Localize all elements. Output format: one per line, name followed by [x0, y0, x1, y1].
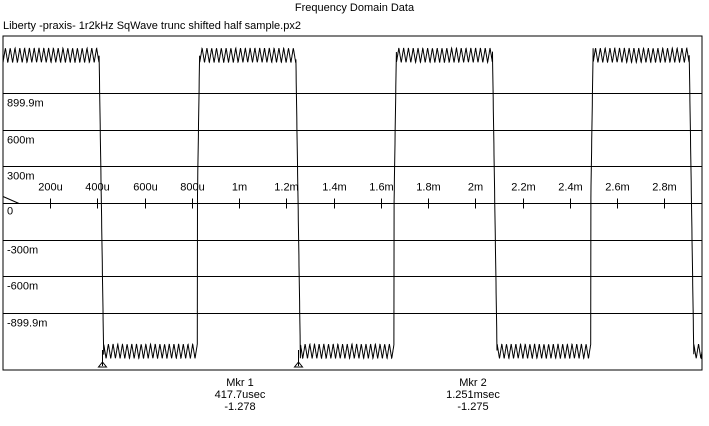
- x-tick-label: 2.6m: [605, 182, 629, 194]
- y-tick-label: 300m: [7, 171, 35, 183]
- marker-1-readout: Mkr 1 417.7usec -1.278: [170, 377, 310, 413]
- marker-2-glyph: [293, 361, 304, 368]
- marker-2-x: 1.251msec: [446, 389, 500, 401]
- marker-1-name: Mkr 1: [226, 377, 254, 389]
- y-tick-label: -899.9m: [7, 318, 47, 330]
- x-tick-label: 2.8m: [652, 182, 676, 194]
- window-title: Frequency Domain Data: [294, 2, 415, 14]
- x-tick-label: 2.2m: [511, 182, 535, 194]
- y-tick-label: -300m: [7, 245, 38, 257]
- y-tick-label: 899.9m: [7, 98, 44, 110]
- x-tick-label: 200u: [38, 182, 62, 194]
- marker-2-name: Mkr 2: [459, 377, 487, 389]
- x-tick-label: 1.6m: [369, 182, 393, 194]
- x-tick-label: 2m: [468, 182, 483, 194]
- file-name: Liberty -praxis- 1r2kHz SqWave trunc shi…: [3, 20, 301, 32]
- x-tick-label: 400u: [85, 182, 109, 194]
- y-tick-label: -600m: [7, 281, 38, 293]
- x-tick-label: 1.8m: [416, 182, 440, 194]
- y-tick-label: 600m: [7, 135, 35, 147]
- marker-1-glyph: [97, 361, 108, 368]
- x-tick-label: 800u: [180, 182, 204, 194]
- series-line: [2, 46, 703, 360]
- x-tick-label: 1m: [232, 182, 247, 194]
- marker-1-y: -1.278: [224, 401, 256, 413]
- x-tick-label: 600u: [133, 182, 157, 194]
- axis-origin-mark: [2, 196, 20, 204]
- y-tick-label: 0: [7, 206, 13, 218]
- marker-2-readout: Mkr 2 1.251msec -1.275: [403, 377, 543, 413]
- x-tick-label: 1.4m: [322, 182, 346, 194]
- x-tick-label: 1.2m: [274, 182, 298, 194]
- x-tick-label: 2.4m: [558, 182, 582, 194]
- marker-2-y: -1.275: [457, 401, 489, 413]
- marker-1-x: 417.7usec: [214, 389, 266, 401]
